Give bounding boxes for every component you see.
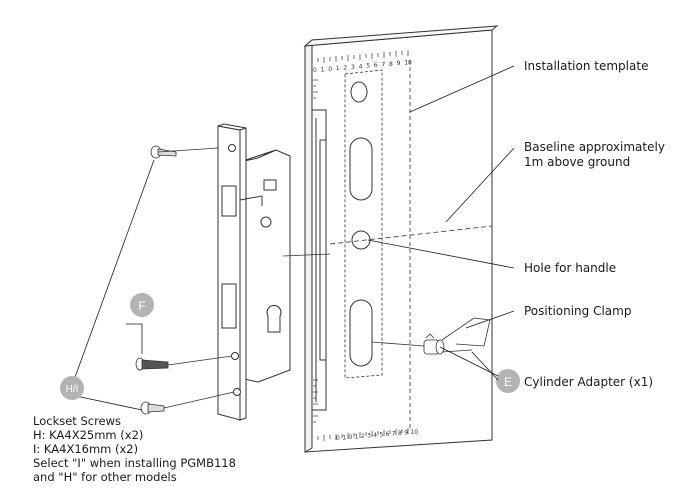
ruler-top-mark: 3 <box>351 64 355 71</box>
baseline-dashed-line <box>329 225 493 245</box>
ruler-top-mark: 4 <box>359 63 363 70</box>
ruler-bottom-mark: 10 <box>410 429 418 436</box>
ruler-top-mark: 1 <box>336 65 340 72</box>
ruler-top-mark: 0 <box>313 67 317 74</box>
badge-hi: H/I <box>60 376 84 400</box>
callout-installation-template: Installation template <box>524 59 649 73</box>
lockset-screws-notes: Lockset Screws H: KA4X25mm (x2) I: KA4X1… <box>33 414 236 484</box>
ruler-top-mark: 5 <box>366 63 370 70</box>
callout-baseline-line2: 1m above ground <box>524 155 631 169</box>
screw-middle <box>135 355 233 371</box>
ruler-bottom-mark: 2 <box>361 433 365 440</box>
callout-baseline-line1: Baseline approximately <box>524 140 665 154</box>
notes-line-h: H: KA4X25mm (x2) <box>33 428 144 442</box>
callout-positioning-clamp: Positioning Clamp <box>524 304 632 318</box>
f-badge-leader <box>126 323 143 354</box>
ruler-top-mark: 9 <box>397 60 401 67</box>
positioning-clamp <box>441 317 491 353</box>
badge-e: E <box>496 369 520 393</box>
ruler-top-mark: 0 <box>328 66 332 73</box>
callout-cylinder-adapter: Cylinder Adapter (x1) <box>524 375 654 389</box>
ruler-top-mark: 10 <box>404 60 412 67</box>
ruler-top-mark: 1 <box>321 66 325 73</box>
svg-text:F: F <box>138 299 145 313</box>
lock-body <box>217 123 291 421</box>
ruler-bottom-mark: 1 <box>342 435 346 442</box>
ruler-top-mark: 6 <box>374 62 378 69</box>
ruler-bottom-mark: 3 <box>367 433 371 440</box>
handle-hole <box>351 230 371 250</box>
ruler-top-mark: 8 <box>389 61 393 68</box>
ruler-top-mark: 7 <box>381 61 385 68</box>
ruler-bottom-mark: 1 <box>355 434 359 441</box>
ruler-bottom-mark: 4 <box>373 432 377 439</box>
ruler-bottom-mark: 7 <box>392 431 396 438</box>
notes-title: Lockset Screws <box>33 414 122 428</box>
hi-leader-bottom <box>75 395 143 411</box>
svg-text:E: E <box>504 375 512 389</box>
installation-template <box>303 25 499 453</box>
ruler-bottom-mark: 0 <box>348 434 352 441</box>
ruler-left-ticks <box>313 79 318 423</box>
badge-f: F <box>130 293 154 317</box>
ruler-top-mark: 2 <box>343 65 347 72</box>
ruler-bottom-mark: 0 <box>336 435 340 442</box>
callout-leaders <box>367 65 515 381</box>
screw-top <box>150 145 219 159</box>
ruler-bottom-mark: 6 <box>386 431 390 438</box>
ruler-bottom-mark: 8 <box>398 430 402 437</box>
ruler-bottom-ticks <box>311 428 409 442</box>
hi-leader-top <box>73 159 155 381</box>
screw-bottom <box>140 391 235 415</box>
notes-line-select: Select "I" when installing PGMB118 <box>33 456 236 470</box>
notes-line-other: and "H" for other models <box>33 470 177 484</box>
svg-text:H/I: H/I <box>66 384 79 395</box>
callout-hole-for-handle: Hole for handle <box>524 261 617 275</box>
ruler-bottom-mark: 9 <box>404 430 408 437</box>
notes-line-i: I: KA4X16mm (x2) <box>33 442 139 456</box>
ruler-bottom-mark: 5 <box>379 432 383 439</box>
lock-to-template-line <box>282 253 331 257</box>
ruler-top-ticks <box>311 50 409 64</box>
